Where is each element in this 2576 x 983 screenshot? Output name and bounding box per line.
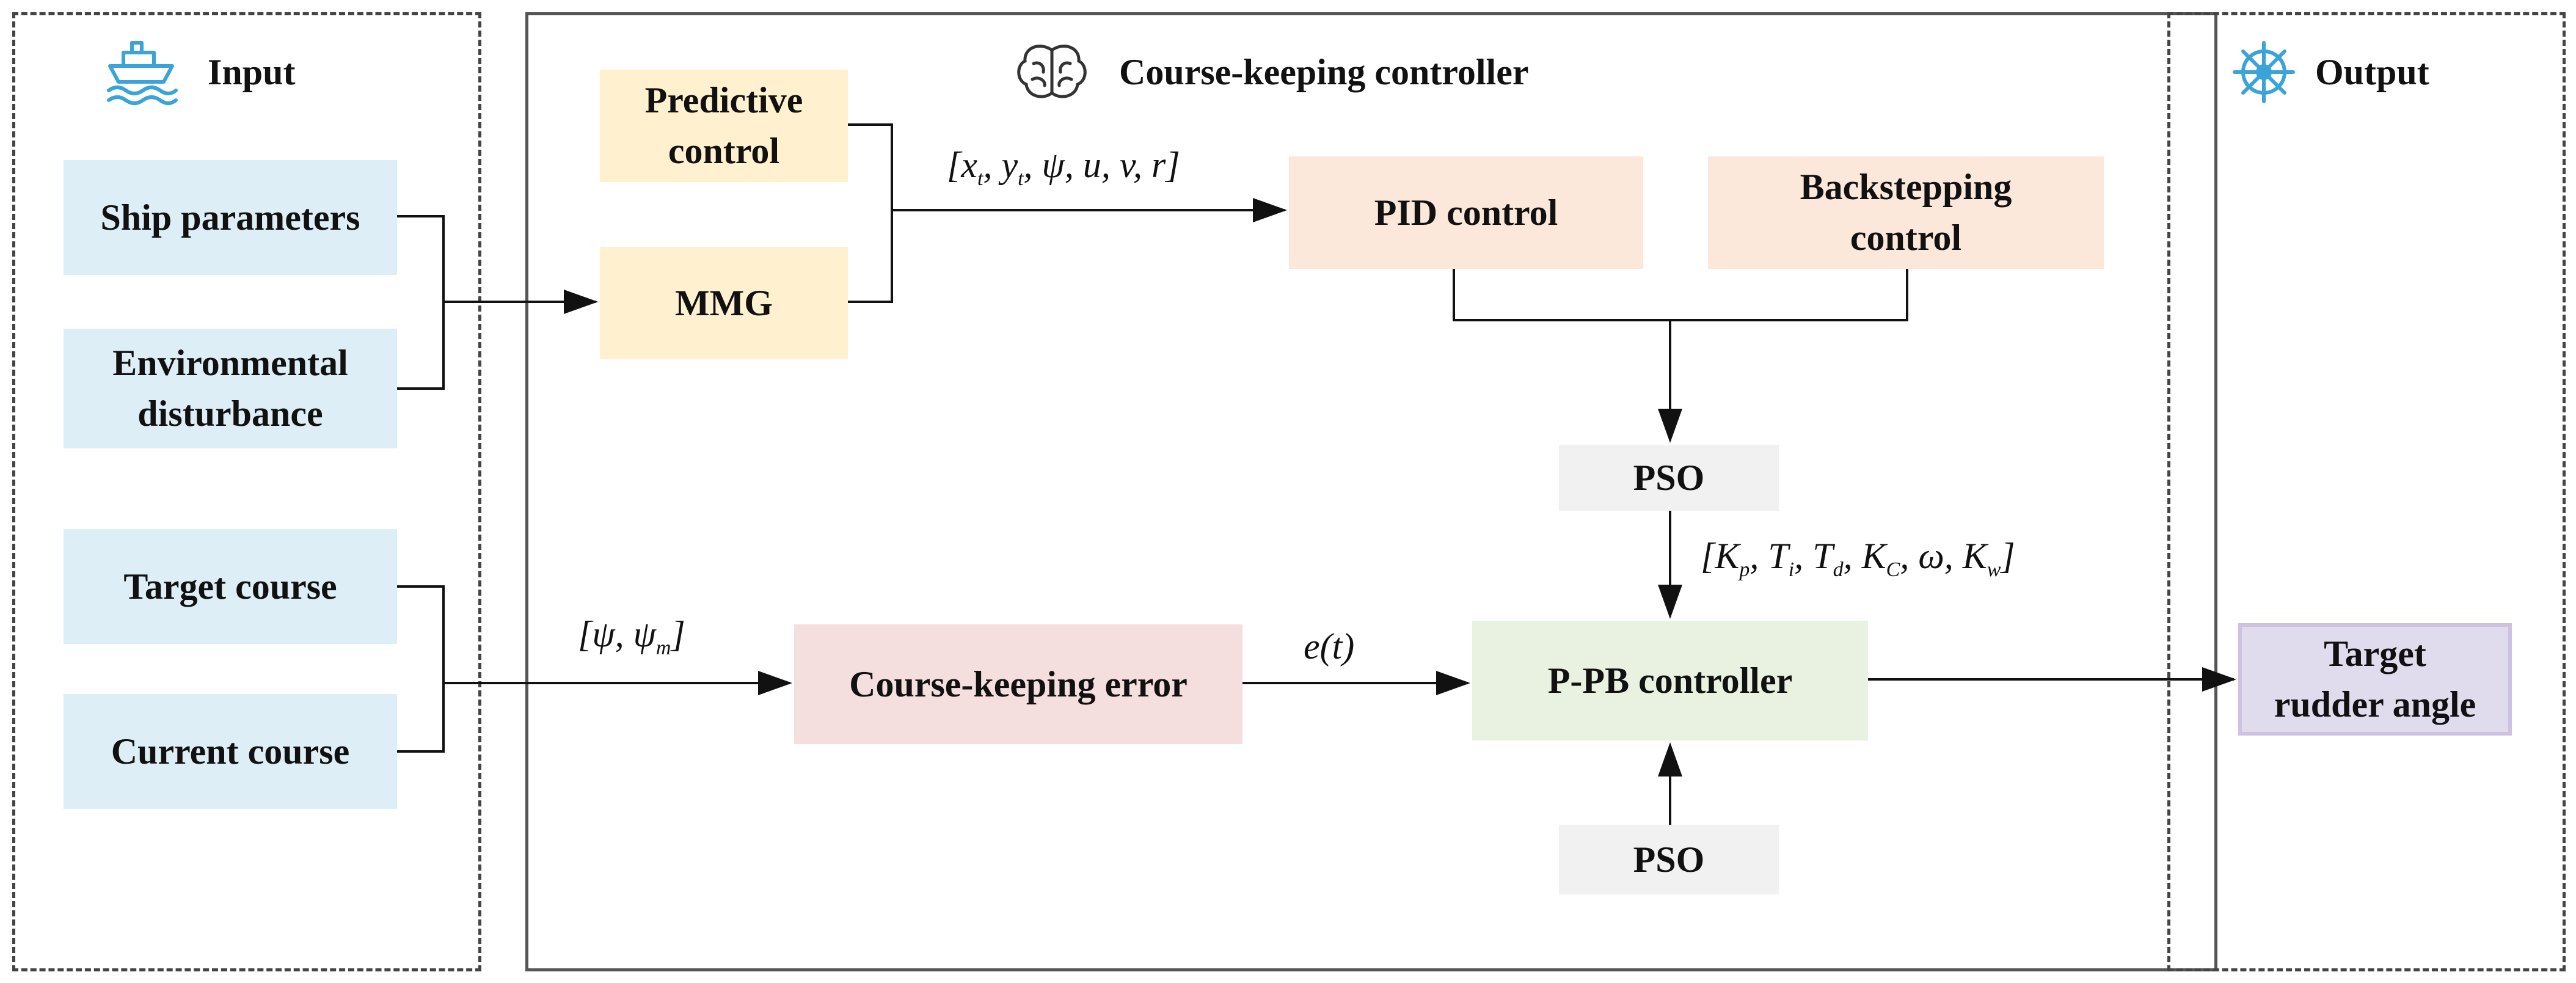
error-signal-label: e(t) bbox=[1304, 626, 1355, 667]
wire-predictive-mmg bbox=[848, 123, 893, 303]
environmental-disturbance-box: Environmental disturbance bbox=[64, 329, 397, 448]
wire-course-inputs bbox=[397, 585, 445, 753]
output-title: Output bbox=[2315, 52, 2429, 92]
wire-pid-backstepping bbox=[1453, 269, 1908, 321]
ship-wheel-icon bbox=[2231, 39, 2297, 105]
brain-icon bbox=[1015, 43, 1089, 101]
current-course-box: Current course bbox=[64, 694, 397, 809]
predictive-control-box: Predictive control bbox=[600, 70, 848, 182]
ship-icon bbox=[105, 38, 178, 105]
parameter-vector-label: [Kp, Ti, Td, KC, ω, Kw] bbox=[1701, 536, 2015, 581]
state-vector-label: [xt, yt, ψ, u, v, r] bbox=[947, 145, 1180, 190]
controller-panel bbox=[525, 12, 2217, 971]
pso-top-box: PSO bbox=[1559, 445, 1779, 511]
input-title: Input bbox=[208, 52, 296, 92]
course-vector-label: [ψ, ψm] bbox=[578, 614, 685, 659]
controller-title: Course-keeping controller bbox=[1119, 52, 1529, 92]
wire-ship-parameters bbox=[397, 215, 445, 390]
target-course-box: Target course bbox=[64, 529, 397, 644]
input-panel bbox=[12, 12, 481, 971]
course-keeping-error-box: Course-keeping error bbox=[794, 624, 1242, 744]
ship-parameters-box: Ship parameters bbox=[64, 160, 397, 275]
pid-control-box: PID control bbox=[1289, 156, 1643, 269]
pso-bottom-box: PSO bbox=[1559, 825, 1779, 894]
target-rudder-angle-box: Target rudder angle bbox=[2238, 623, 2512, 736]
output-panel bbox=[2167, 12, 2566, 971]
mmg-box: MMG bbox=[600, 247, 848, 359]
p-pb-controller-box: P-PB controller bbox=[1472, 621, 1868, 740]
backstepping-control-box: Backstepping control bbox=[1708, 156, 2104, 269]
